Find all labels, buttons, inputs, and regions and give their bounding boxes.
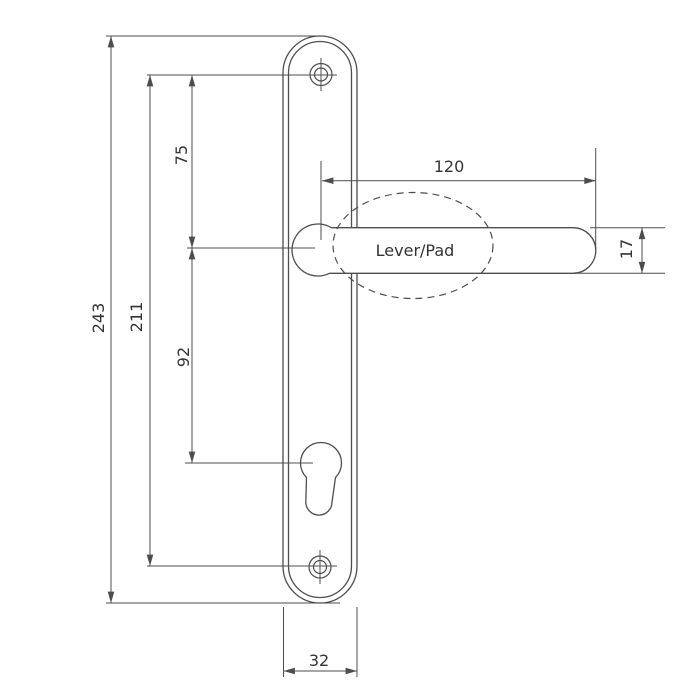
dimension-label-92: 92 [174,347,193,367]
lever-handle [291,223,597,277]
dimension-label-211: 211 [127,302,146,333]
dimension-lever-length: 120 [320,148,597,250]
dimension-lever-thickness: 17 [573,227,665,274]
dimension-plate-height: 243 [89,35,340,604]
bottom-screw-hole [308,550,332,584]
lever-pad-highlight-ellipse [332,191,494,300]
dimension-label-32: 32 [309,651,329,670]
lever-pad-label: Lever/Pad [376,241,455,260]
dimension-top-fixing-to-spindle: 75 [172,74,315,249]
dimension-label-17: 17 [617,239,636,259]
dimension-plate-width: 32 [283,607,358,677]
dimension-label-243: 243 [89,303,108,334]
euro-cylinder-keyhole [299,441,343,516]
backplate [282,35,358,604]
dimension-label-75: 75 [172,145,191,165]
lever-pad-highlight: Lever/Pad [332,191,494,300]
dimension-spindle-to-cylinder: 92 [174,247,313,464]
dimension-fixing-centres: 211 [127,74,337,567]
dimension-label-120: 120 [434,157,465,176]
